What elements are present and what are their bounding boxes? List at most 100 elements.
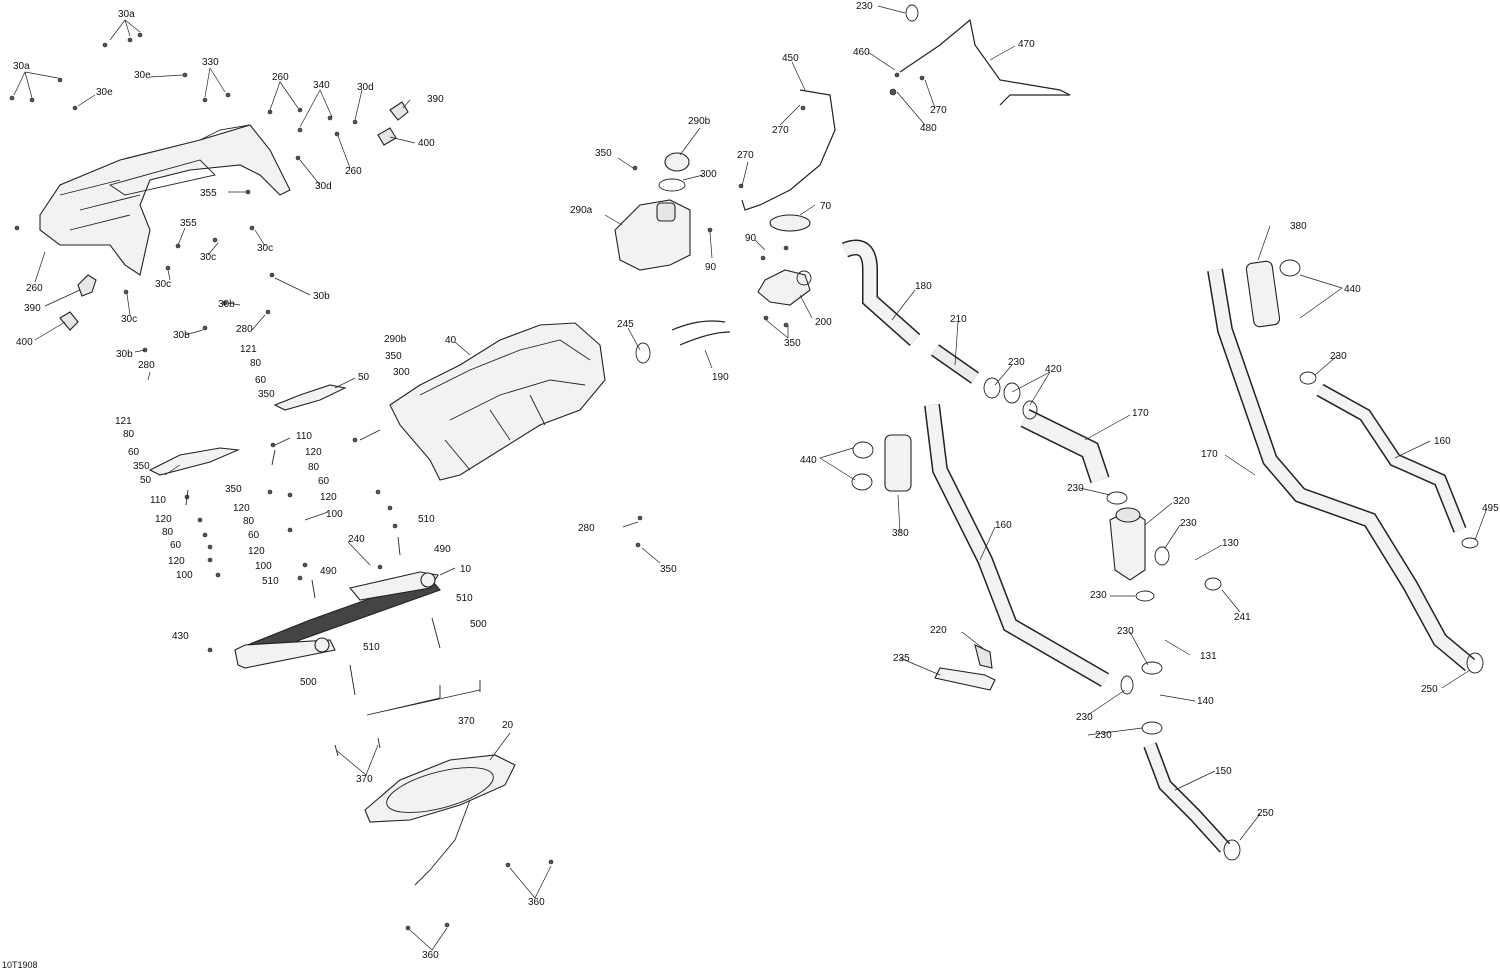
callout: 170 (1201, 449, 1218, 460)
callout: 340 (313, 80, 330, 91)
document-code: 10T1908 (2, 960, 38, 970)
callout: 50 (358, 372, 370, 383)
callout: 160 (995, 520, 1012, 531)
callout: 90 (745, 233, 757, 244)
callout: 230 (1008, 357, 1025, 368)
callout: 131 (1200, 651, 1217, 662)
radiator-10 (234, 571, 441, 669)
callout: 230 (1095, 730, 1112, 741)
callout: 300 (700, 169, 717, 180)
callout: 140 (1197, 696, 1214, 707)
callout: 280 (236, 324, 253, 335)
callout: 230 (856, 1, 873, 12)
callout: 30e (96, 87, 113, 98)
callout: 60 (255, 375, 267, 386)
callout: 490 (320, 566, 337, 577)
callout: 30b (218, 299, 235, 310)
callout: 240 (348, 534, 365, 545)
callout: 120 (168, 556, 185, 567)
callout: 400 (16, 337, 33, 348)
callout: 120 (320, 492, 337, 503)
callout: 370 (458, 716, 475, 727)
callout: 100 (326, 509, 343, 520)
callout: 30c (121, 314, 137, 325)
callout: 30e (134, 70, 151, 81)
callout: 350 (385, 351, 402, 362)
callout: 235 (893, 653, 910, 664)
callout: 420 (1045, 364, 1062, 375)
callout: 80 (123, 429, 135, 440)
callout: 320 (1173, 496, 1190, 507)
callout: 280 (138, 360, 155, 371)
hose-170-center (1020, 409, 1110, 484)
callout: 510 (456, 593, 473, 604)
callout: 460 (853, 47, 870, 58)
callout: 280 (578, 523, 595, 534)
callout: 230 (1067, 483, 1084, 494)
callout: 330 (202, 57, 219, 68)
callout: 380 (892, 528, 909, 539)
callout: 260 (26, 283, 43, 294)
callout: 470 (1018, 39, 1035, 50)
callout: 150 (1215, 766, 1232, 777)
callout: 440 (800, 455, 817, 466)
callout: 80 (250, 358, 262, 369)
callout: 80 (162, 527, 174, 538)
callout: 70 (820, 201, 832, 212)
callout: 370 (356, 774, 373, 785)
callout: 400 (418, 138, 435, 149)
bracket-235 (934, 644, 996, 691)
hose-160-right (1316, 383, 1467, 533)
callout: 355 (200, 188, 217, 199)
callout: 50 (140, 475, 152, 486)
hose-160-center (924, 404, 1110, 687)
callout: 241 (1234, 612, 1251, 623)
expansion-tank (614, 152, 731, 364)
callout: 10 (460, 564, 472, 575)
callout: 230 (1180, 518, 1197, 529)
callout: 230 (1076, 712, 1093, 723)
callout: 290b (688, 116, 711, 127)
console-assembly (39, 124, 291, 276)
fasteners (9, 32, 925, 931)
callout: 245 (617, 319, 634, 330)
callout: 30c (200, 252, 216, 263)
callout: 260 (272, 72, 289, 83)
callout: 230 (1090, 590, 1107, 601)
callout: 510 (418, 514, 435, 525)
callout: 180 (915, 281, 932, 292)
callout: 160 (1434, 436, 1451, 447)
callout: 100 (255, 561, 272, 572)
valve-320 (1109, 507, 1146, 581)
callout: 121 (240, 344, 257, 355)
callout: 440 (1344, 284, 1361, 295)
callout: 120 (305, 447, 322, 458)
callout: 110 (296, 431, 312, 442)
callout: 500 (300, 677, 317, 688)
callout: 360 (422, 950, 439, 961)
callout: 80 (243, 516, 255, 527)
callout: 121 (115, 416, 132, 427)
callout: 30b (173, 330, 190, 341)
hose-170-right (1207, 268, 1476, 672)
steel-line-470 (899, 18, 1071, 106)
thermostat-housing (757, 214, 812, 306)
callout: 230 (1330, 351, 1347, 362)
callout: 100 (176, 570, 193, 581)
callout: 190 (712, 372, 729, 383)
callout: 300 (393, 367, 410, 378)
callout: 290a (570, 205, 593, 216)
callout-labels: 30a 30a 30e 30e 330 260 340 30d 390 400 … (13, 1, 1499, 961)
callout: 430 (172, 631, 189, 642)
callout: 270 (772, 125, 789, 136)
leader-lines-right (819, 5, 1488, 841)
callout: 350 (784, 338, 801, 349)
callout: 250 (1257, 808, 1274, 819)
fan-20 (364, 754, 516, 886)
callout: 20 (502, 720, 514, 731)
callout: 510 (262, 576, 279, 587)
callout: 40 (445, 335, 457, 346)
callout: 220 (930, 625, 947, 636)
callout: 200 (815, 317, 832, 328)
